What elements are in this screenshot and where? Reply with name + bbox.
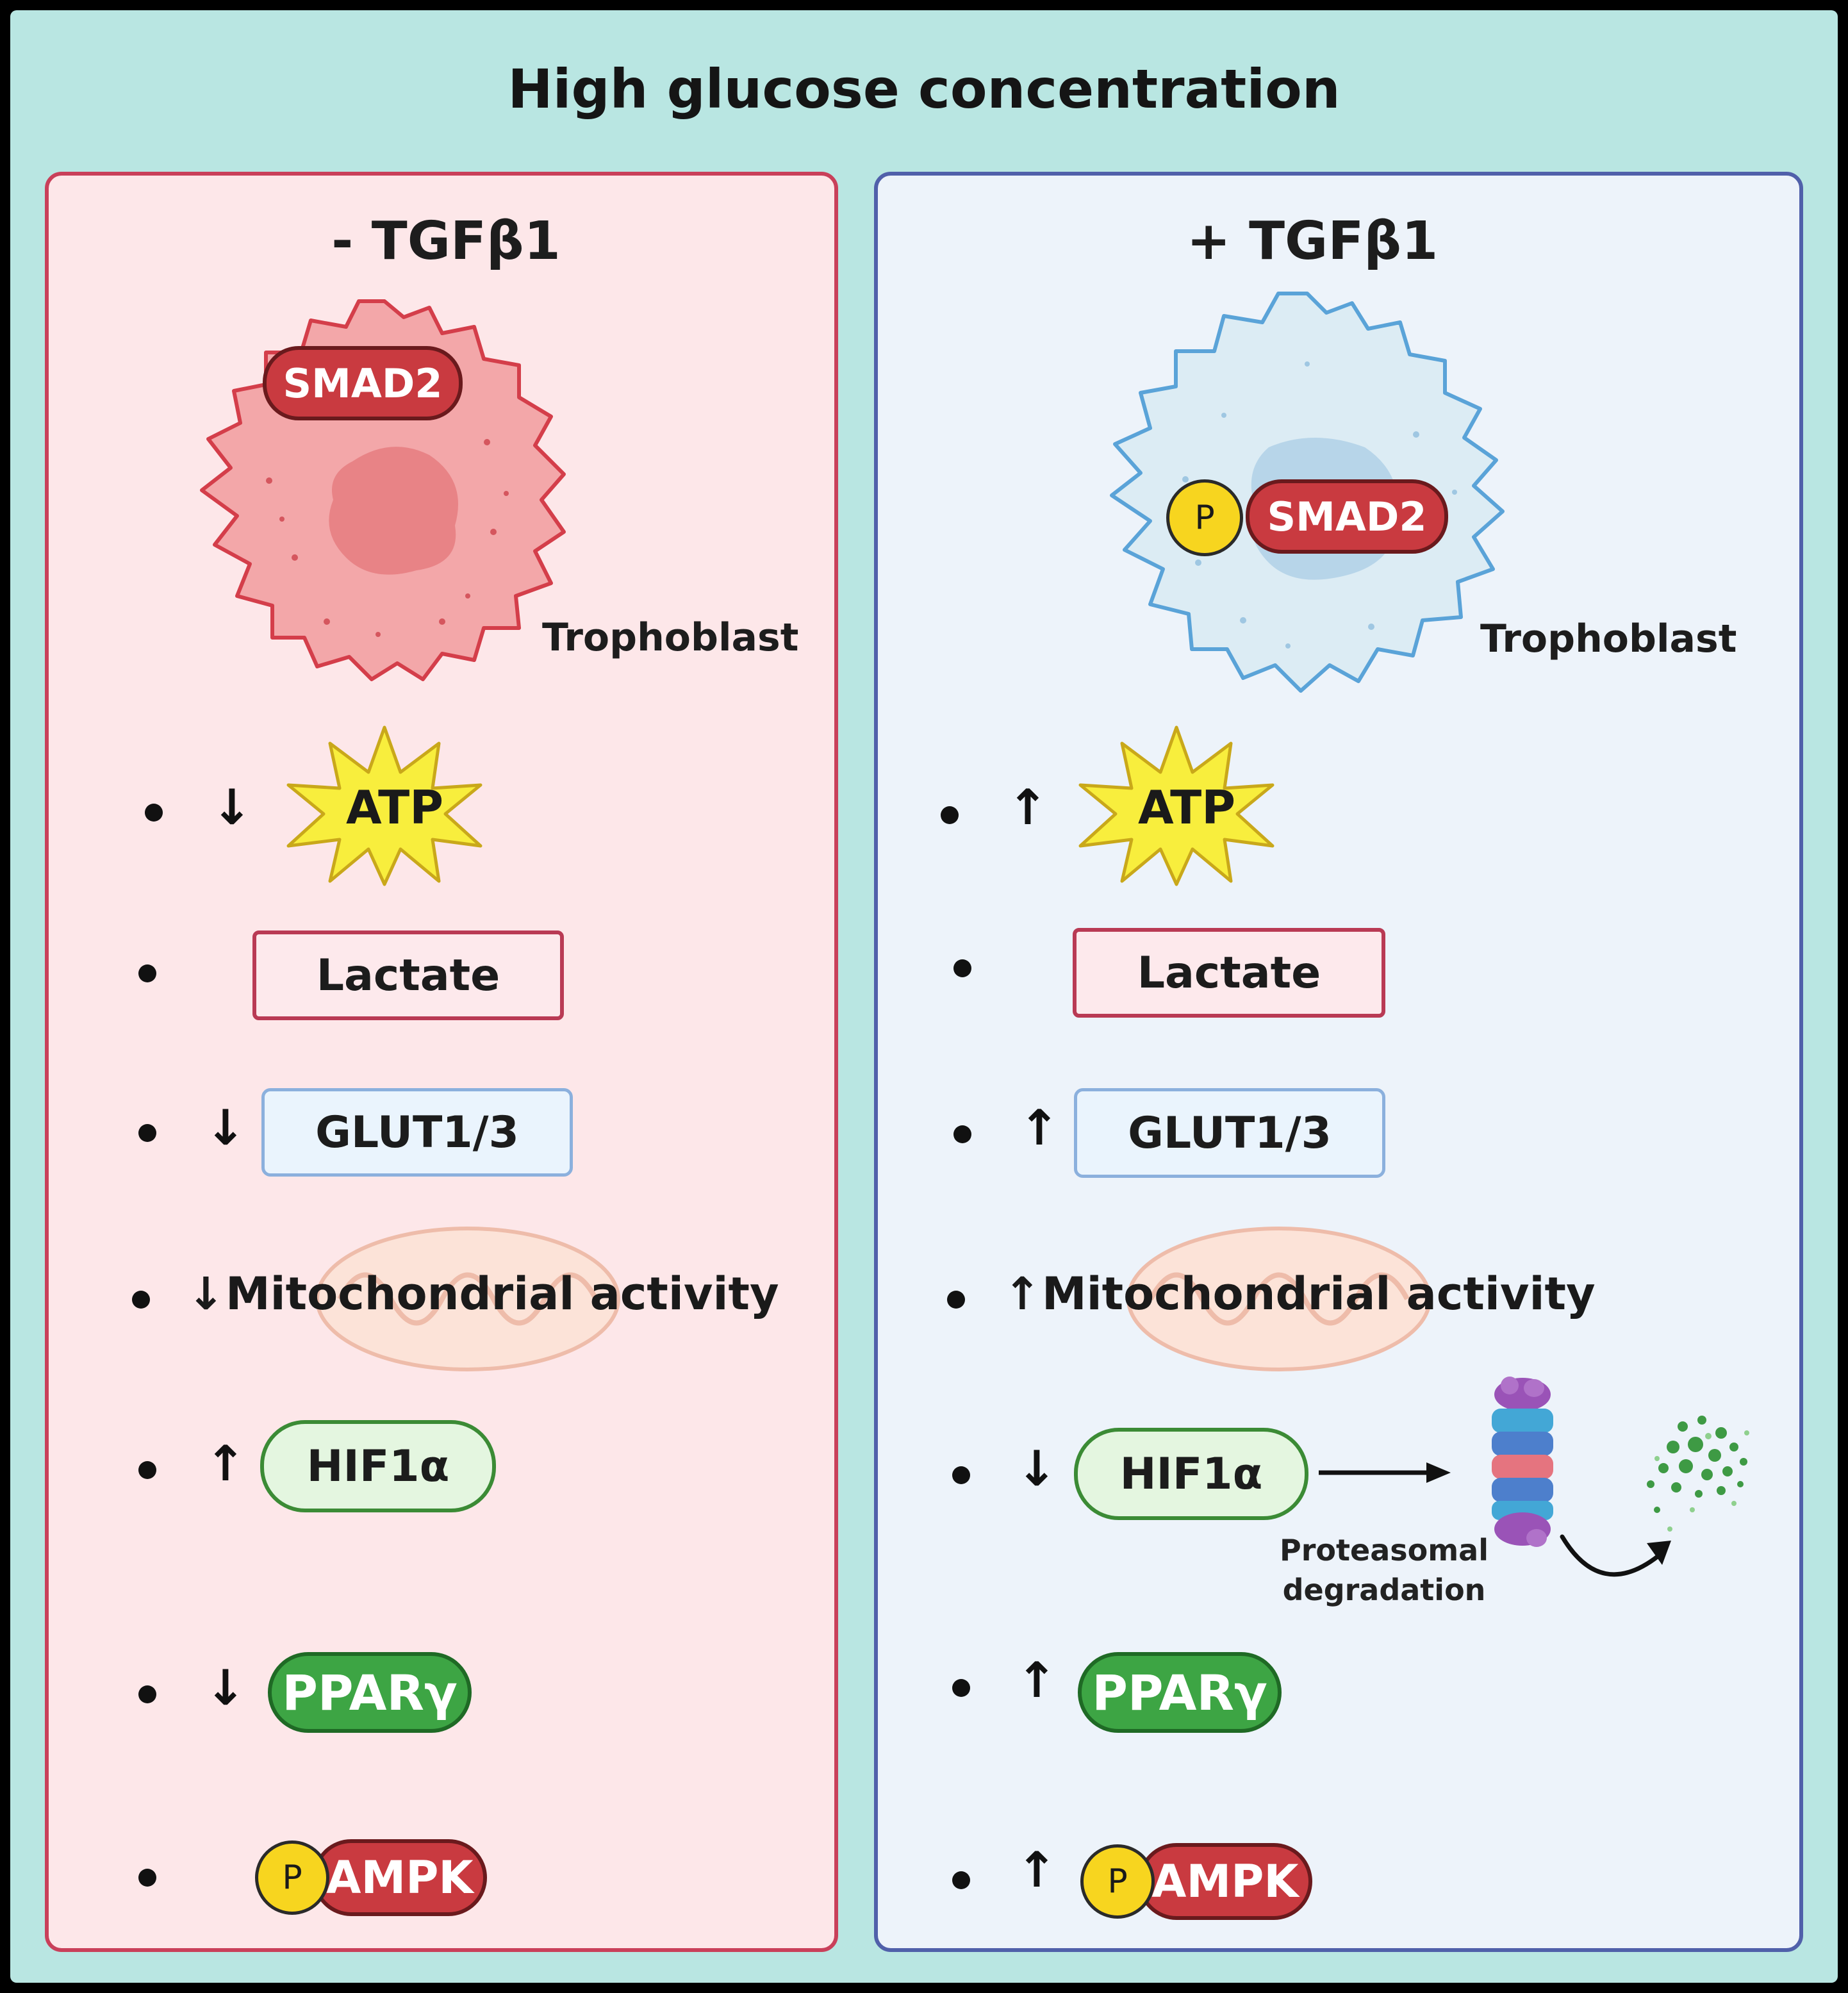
ampk-pill: AMPK [1138,1843,1312,1920]
curved-arrow-icon [1560,1534,1671,1577]
arrow-up-icon: ↑ [1016,1841,1057,1898]
mito-arrow-down-icon: ↓ [187,1268,225,1320]
bullet [952,1871,970,1889]
atp-label: ATP [1138,781,1236,834]
ppar-gamma-pill: PPARγ [1078,1652,1282,1733]
phosphate-icon: P [255,1840,329,1915]
bullet [145,804,163,822]
mitochondrion-icon [315,1227,620,1371]
degradation-label: degradation [1282,1573,1486,1608]
bullet [952,1679,970,1697]
proteasome-icon [1492,1377,1553,1547]
atp-starburst-icon [1078,725,1275,886]
hif1a-pill: HIF1α [260,1420,496,1512]
diagram-title: High glucose concentration [507,58,1341,120]
arrow-down-icon: ↓ [1016,1440,1057,1497]
trophoblast-label: Trophoblast [542,615,799,660]
panel-heading-plus-tgfb1: + TGFβ1 [1186,211,1439,272]
smad2-phospho-protein: SMAD2 [1246,479,1448,554]
trophoblast-label: Trophoblast [1480,616,1737,661]
proteasomal-label: Proteasomal [1280,1533,1489,1567]
arrow-up-icon: ↑ [1007,779,1048,836]
peptide-fragments-icon [1647,1416,1749,1532]
bullet [947,1291,965,1309]
bullet [138,964,156,982]
bullet [132,1291,150,1309]
arrow-down-icon: ↓ [205,1099,246,1156]
bullet [953,959,971,977]
lactate-box: Lactate [252,930,564,1020]
phosphate-icon: P [1166,479,1243,556]
ampk-pill: AMPK [313,1839,487,1916]
mitochondrial-activity-label: Mitochondrial activity [226,1268,779,1320]
arrow-up-icon: ↑ [1019,1099,1060,1156]
proteasomal-degradation-label: Proteasomal degradation [1275,1530,1493,1610]
glut1-3-box: GLUT1/3 [1074,1088,1385,1178]
atp-starburst-icon [286,725,483,886]
ppar-gamma-pill: PPARγ [268,1652,472,1733]
arrow-down-icon: ↓ [205,1659,246,1716]
mitochondrion-icon [1126,1227,1431,1371]
panel-heading-minus-tgfb1: - TGFβ1 [331,211,561,272]
lactate-box: Lactate [1073,928,1385,1018]
arrow-up-icon: ↑ [205,1435,246,1492]
mito-arrow-up-icon: ↑ [1003,1268,1041,1320]
arrow-up-icon: ↑ [1016,1651,1057,1708]
atp-label: ATP [346,781,444,834]
bullet [138,1869,156,1887]
bullet [952,1466,970,1484]
smad2-protein: SMAD2 [263,346,463,420]
hif1a-pill: HIF1α [1074,1428,1308,1520]
arrow-down-icon: ↓ [211,779,252,836]
bullet [138,1461,156,1479]
degradation-arrow-icon [1319,1462,1451,1483]
bullet [953,1125,971,1143]
bullet [138,1124,156,1142]
bullet [138,1685,156,1703]
phosphate-icon: P [1080,1844,1155,1919]
mitochondrial-activity-label: Mitochondrial activity [1042,1268,1596,1320]
bullet [941,806,959,824]
glut1-3-box: GLUT1/3 [261,1088,573,1177]
